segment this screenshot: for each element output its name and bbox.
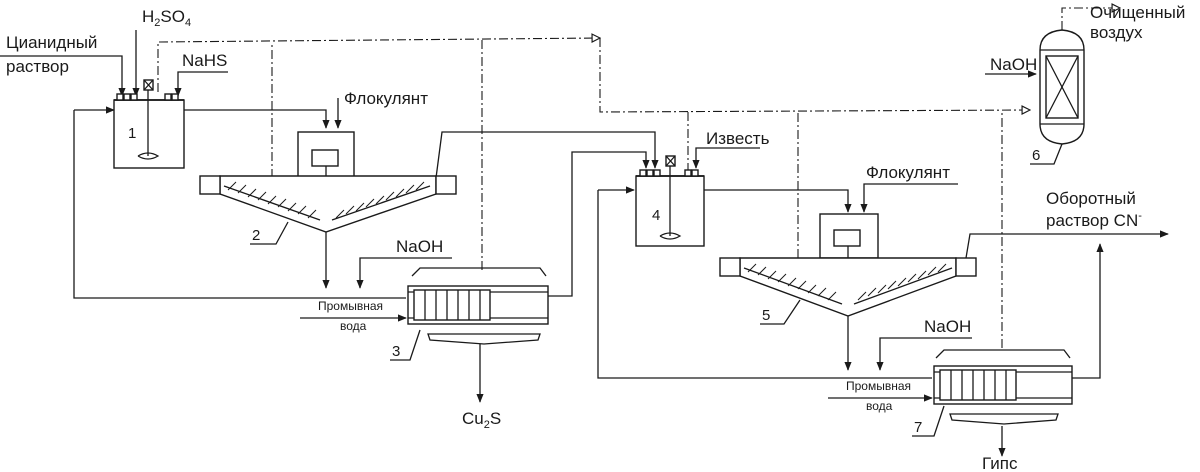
filter-press-3 bbox=[407, 267, 549, 345]
label-recycle-line1: Оборотный bbox=[1046, 189, 1136, 208]
reactor-4 bbox=[635, 155, 705, 247]
scrubber-column-6 bbox=[1039, 29, 1085, 145]
equipment-number-3: 3 bbox=[392, 343, 400, 360]
label-naoh-3: NaOH bbox=[924, 317, 971, 336]
filter-press-7 bbox=[933, 349, 1073, 425]
equipment-number-7: 7 bbox=[914, 419, 922, 436]
leader-lines bbox=[250, 143, 1063, 437]
label-cyanide-solution-line1: Цианидный bbox=[6, 33, 97, 52]
label-lime: Известь bbox=[706, 129, 770, 148]
labels: Цианидный раствор H2SO4 NaHS Флокулянт N… bbox=[6, 3, 1185, 472]
reactor-1 bbox=[113, 79, 185, 169]
thickener-5 bbox=[719, 213, 977, 317]
label-cyanide-solution-line2: раствор bbox=[6, 57, 69, 76]
label-h2so4: H2SO4 bbox=[142, 7, 191, 29]
label-flocculant-1: Флокулянт bbox=[344, 89, 428, 108]
label-wash-water-1-line1: Промывная bbox=[318, 299, 383, 313]
equipment-numbers: 1 2 3 4 5 6 7 bbox=[128, 125, 1040, 436]
equipment-number-2: 2 bbox=[252, 227, 260, 244]
label-clean-air-line2: воздух bbox=[1090, 23, 1143, 42]
label-wash-water-2-line1: Промывная bbox=[846, 379, 911, 393]
label-wash-water-1-line2: вода bbox=[340, 319, 367, 333]
label-recycle-line2: раствор CN- bbox=[1046, 210, 1142, 230]
label-naoh-2: NaOH bbox=[990, 55, 1037, 74]
label-nahs: NaHS bbox=[182, 51, 227, 70]
equipment-number-5: 5 bbox=[762, 307, 770, 324]
label-naoh-1: NaOH bbox=[396, 237, 443, 256]
label-cu2s: Cu2S bbox=[462, 409, 501, 431]
thickener-2 bbox=[199, 131, 457, 233]
equipment-number-1: 1 bbox=[128, 125, 136, 142]
label-clean-air-line1: Очищенный bbox=[1090, 3, 1185, 22]
label-flocculant-2: Флокулянт bbox=[866, 163, 950, 182]
label-gypsum: Гипс bbox=[982, 454, 1018, 472]
process-lines bbox=[0, 30, 1169, 457]
label-wash-water-2-line2: вода bbox=[866, 399, 893, 413]
equipment-number-4: 4 bbox=[652, 207, 660, 224]
equipment-number-6: 6 bbox=[1032, 147, 1040, 164]
